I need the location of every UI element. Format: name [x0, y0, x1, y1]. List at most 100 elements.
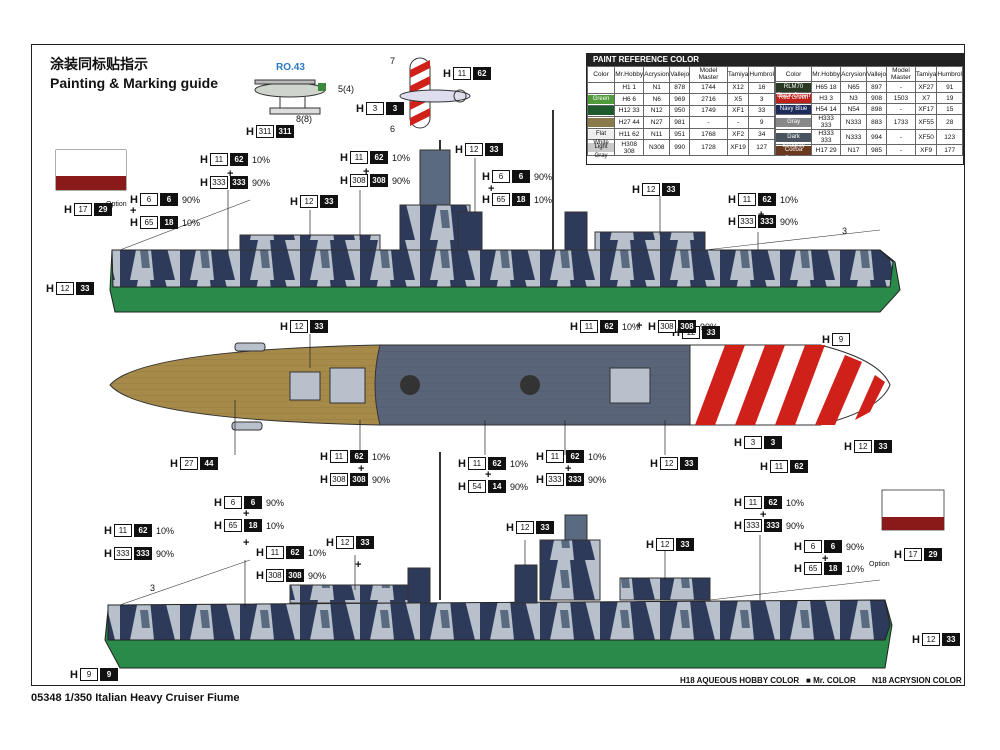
color-swatch	[588, 118, 615, 127]
aqueous-code: 11	[579, 320, 598, 333]
paint-code-cell: H333 333	[811, 129, 842, 145]
paint-table-header: Mr.Hobby	[614, 66, 645, 83]
color-swatch	[588, 106, 615, 116]
aqueous-code: 11	[467, 457, 486, 470]
paint-code-cell: XF50	[914, 129, 938, 145]
color-swatch: Light Gray	[588, 143, 615, 159]
mr-color-code: 33	[873, 440, 892, 453]
mr-color-code: 62	[487, 457, 506, 470]
plus-sign: +	[485, 469, 492, 481]
paint-code-cell: 1768	[689, 127, 728, 141]
paint-code-cell: H17 29	[811, 144, 842, 156]
paint-code-cell: H11 62	[614, 127, 645, 141]
paint-code-cell: 19	[936, 92, 963, 104]
paint-code-cell: 985	[866, 144, 888, 156]
mark-3-bottom: 3	[150, 583, 156, 593]
aqueous-code: 11	[545, 450, 564, 463]
callout-prefix: H	[650, 457, 658, 470]
aqueous-code: 9	[831, 333, 850, 346]
callout-prefix: H	[734, 436, 742, 449]
callout-prefix: H	[760, 460, 768, 473]
callout-prefix: H	[458, 480, 466, 493]
paint-code-cell: -	[726, 116, 750, 129]
mix-percent: 10%	[155, 525, 174, 536]
callout-prefix: H	[256, 546, 264, 559]
mr-color-code: 333	[565, 473, 584, 486]
mix-percent: 10%	[509, 458, 528, 469]
callout-prefix: H	[290, 195, 298, 208]
plus-sign: +	[636, 320, 643, 332]
paint-code-cell: 33	[748, 104, 775, 118]
paint-code-cell: X12	[726, 81, 750, 95]
callout-prefix: H	[536, 473, 544, 486]
paint-code-cell: 969	[669, 93, 691, 106]
paint-table-header: Acrysion	[643, 66, 671, 83]
aqueous-code: 11	[769, 460, 788, 473]
mix-percent: 90%	[785, 520, 804, 531]
aqueous-code: 333	[209, 176, 228, 189]
paint-code-cell: -	[886, 81, 916, 93]
paint-code-cell: 897	[866, 81, 888, 93]
callout-prefix: H	[104, 547, 112, 560]
mr-color-code: 18	[511, 193, 530, 206]
paint-code-cell: N1	[643, 81, 671, 95]
aqueous-code: 3	[365, 102, 384, 115]
callout-prefix: H	[734, 519, 742, 532]
paint-table-header: Color	[586, 66, 616, 83]
paint-code-cell: H12 33	[614, 104, 645, 118]
paint-code-cell: 28	[936, 114, 963, 130]
mix-percent: 90%	[509, 481, 528, 492]
color-swatch: Dark Seagray	[776, 132, 812, 149]
callout-prefix: H	[356, 102, 364, 115]
mix-percent: 90%	[251, 177, 270, 188]
callout-prefix: H	[46, 282, 54, 295]
mr-color-code: 33	[941, 633, 960, 646]
callout-prefix: H	[280, 320, 288, 333]
mix-percent: 90%	[587, 474, 606, 485]
plus-sign: +	[758, 209, 765, 221]
paint-code-cell: H6 6	[614, 93, 645, 106]
option-label-top: Option	[106, 201, 127, 208]
color-swatch	[588, 83, 615, 93]
paint-code-cell: N65	[840, 81, 868, 93]
paint-table-header: Model Master	[886, 66, 916, 82]
aqueous-code: 12	[55, 282, 74, 295]
aqueous-code: 308	[265, 569, 284, 582]
legend-mr-color-text: Mr. COLOR	[813, 676, 856, 685]
mr-color-code: 308	[349, 473, 368, 486]
mr-color-code: 6	[243, 496, 262, 509]
mr-color-code: 14	[487, 480, 506, 493]
aqueous-code: 17	[73, 203, 92, 216]
title-chinese: 涂装同标贴指示	[50, 57, 148, 73]
mix-percent: 10%	[307, 547, 326, 558]
aqueous-code: 308	[349, 174, 368, 187]
paint-code-cell: -	[886, 129, 916, 145]
paint-code-cell: XF9	[914, 144, 938, 156]
paint-code-cell: H65 18	[811, 81, 842, 93]
leader-lines	[227, 158, 761, 608]
paint-code-cell: -	[886, 103, 916, 115]
mr-color-code: 62	[285, 546, 304, 559]
callout-prefix: H	[734, 496, 742, 509]
